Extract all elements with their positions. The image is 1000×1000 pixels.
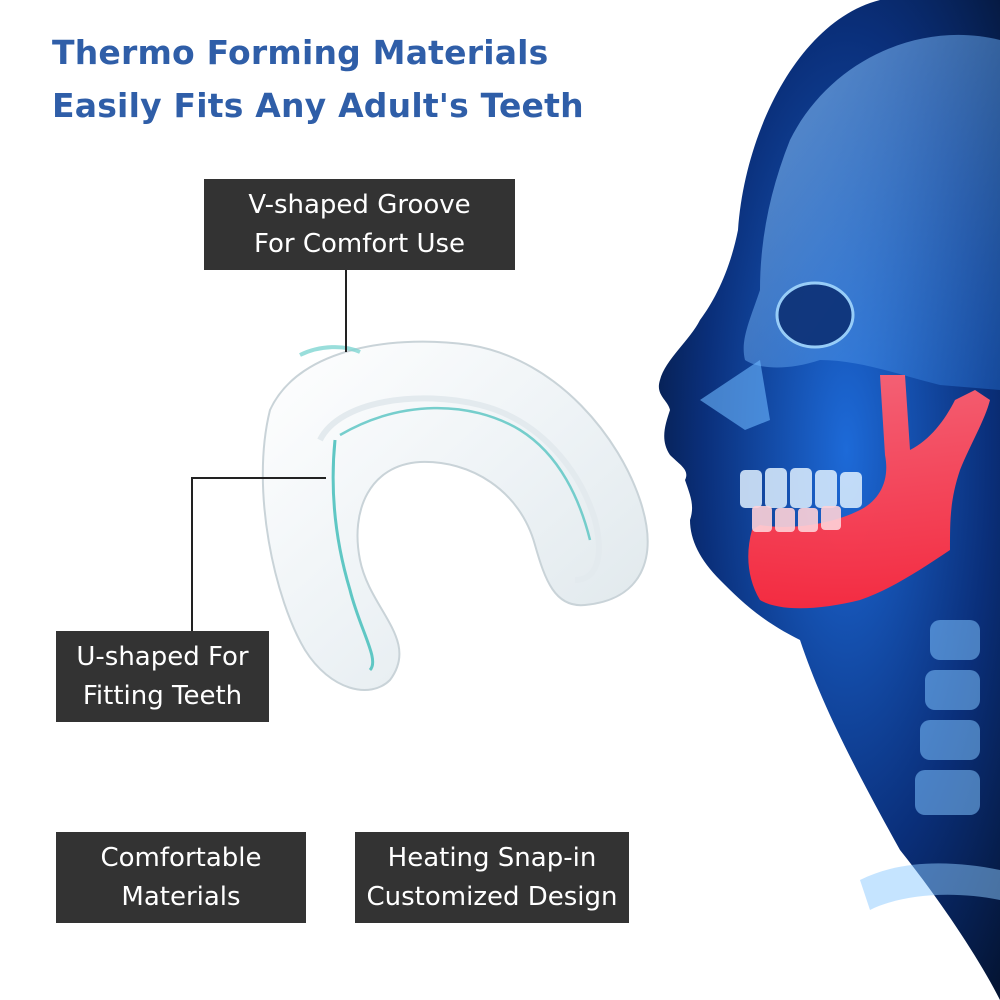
callout-heating-line-2: Customized Design bbox=[366, 881, 618, 912]
lower-teeth bbox=[752, 506, 841, 532]
callout-u-shaped: U-shaped For Fitting Teeth bbox=[56, 631, 269, 722]
nasal-bone bbox=[700, 360, 770, 430]
clavicle bbox=[860, 863, 1000, 910]
cervical-spine bbox=[915, 620, 980, 815]
callout-u-shaped-line-2: Fitting Teeth bbox=[82, 680, 243, 711]
upper-teeth bbox=[740, 468, 862, 508]
lower-jaw bbox=[748, 375, 990, 609]
v-groove-line-2 bbox=[339, 406, 592, 541]
callout-heating-snap-in: Heating Snap-in Customized Design bbox=[355, 832, 629, 923]
callout-v-shaped-groove-line-1: V-shaped Groove bbox=[248, 189, 471, 220]
eye-socket bbox=[775, 281, 855, 349]
v-groove-line bbox=[331, 439, 375, 672]
connector-u-shape bbox=[191, 477, 326, 631]
headline-line-2: Easily Fits Any Adult's Teeth bbox=[52, 86, 584, 125]
mouthguard-body bbox=[261, 340, 649, 691]
mouthguard-inner bbox=[317, 395, 602, 583]
v-groove-tip bbox=[299, 345, 361, 357]
headline-line-1: Thermo Forming Materials bbox=[52, 33, 549, 72]
callout-comfortable-materials: Comfortable Materials bbox=[56, 832, 306, 923]
callout-comfortable-line-2: Materials bbox=[121, 881, 241, 912]
callout-u-shaped-line-1: U-shaped For bbox=[76, 641, 249, 672]
callout-comfortable-line-1: Comfortable bbox=[100, 842, 262, 873]
callout-v-shaped-groove: V-shaped Groove For Comfort Use bbox=[204, 179, 515, 270]
callout-heating-line-1: Heating Snap-in bbox=[387, 842, 597, 873]
callout-v-shaped-groove-line-2: For Comfort Use bbox=[253, 228, 466, 259]
